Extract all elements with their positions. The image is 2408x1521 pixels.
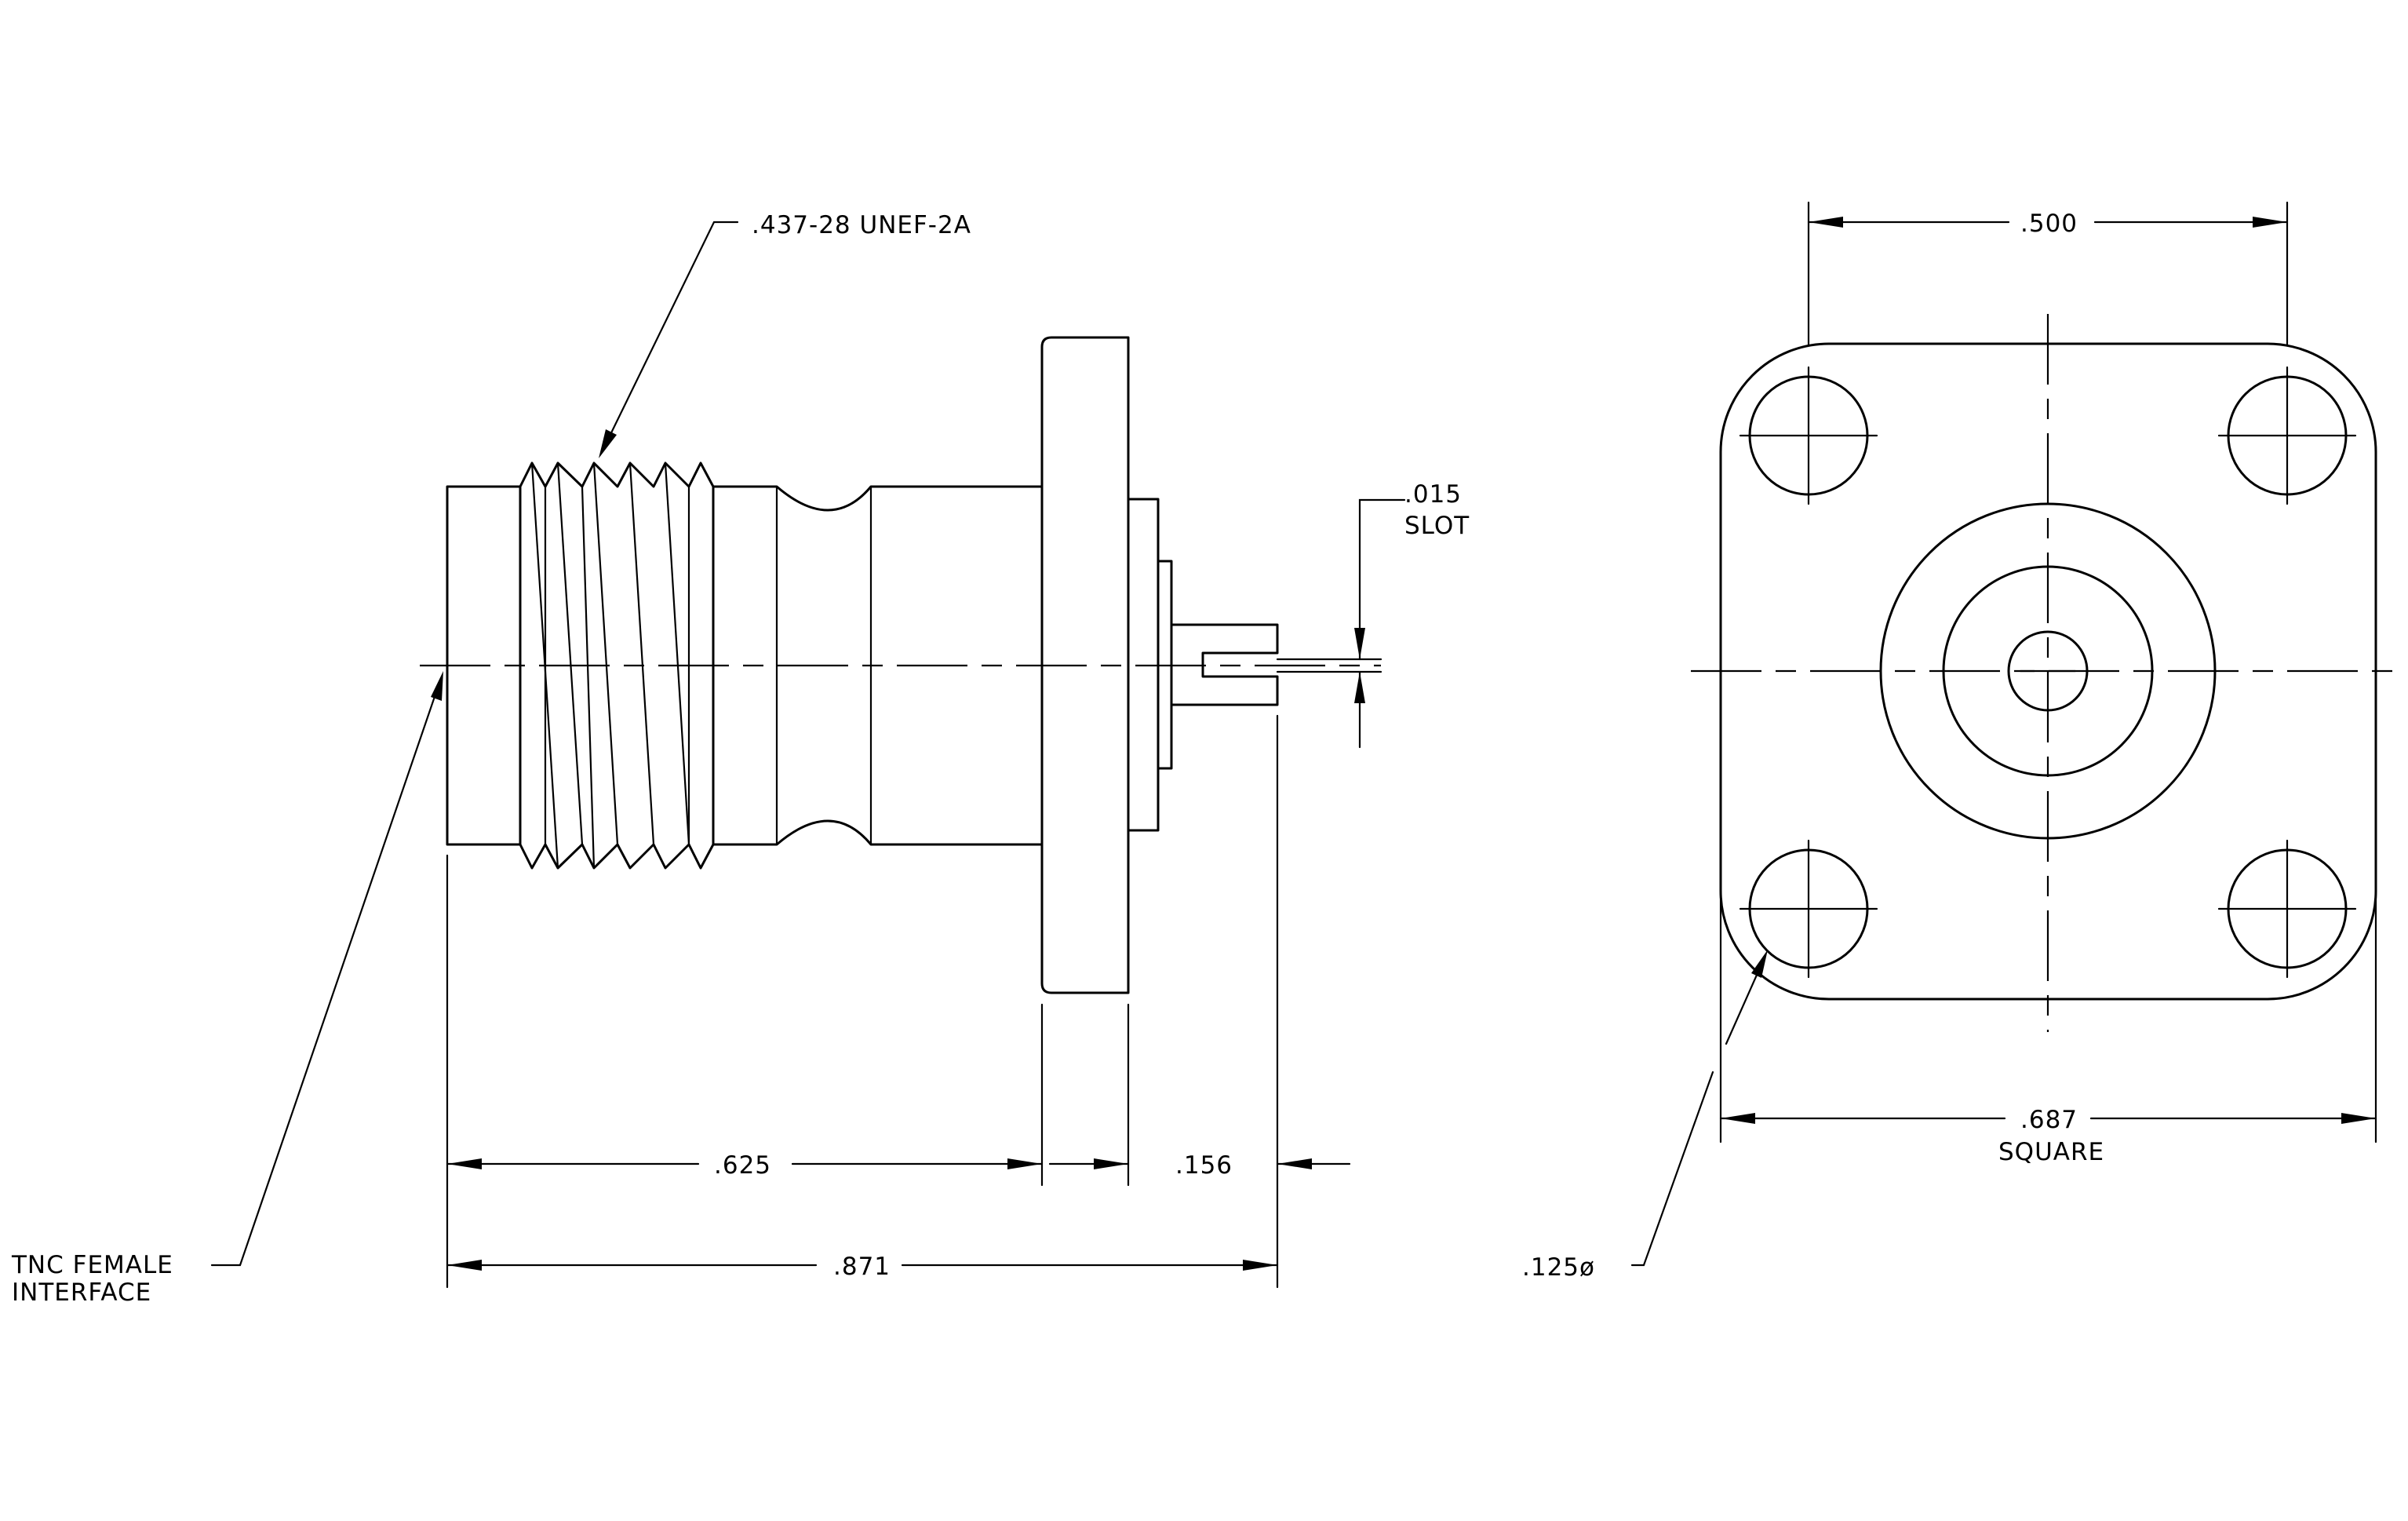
dim-871-label: .871 bbox=[833, 1253, 891, 1281]
dim-500-label: .500 bbox=[2020, 210, 2078, 238]
center-contact bbox=[2007, 630, 2089, 712]
dim-625-label: .625 bbox=[714, 1151, 771, 1180]
mounting-hole-bottom-left bbox=[1739, 839, 1878, 979]
middle-ring bbox=[1942, 565, 2154, 777]
dim-156 bbox=[1276, 1158, 1351, 1169]
dim-125-label: .125ø bbox=[1522, 1253, 1595, 1282]
dim-871 bbox=[446, 1260, 1279, 1271]
dim-625 bbox=[446, 1158, 1130, 1169]
dim-500 bbox=[1807, 201, 2289, 347]
interface-label-line1: TNC FEMALE bbox=[11, 1251, 173, 1279]
mounting-hole-top-left bbox=[1739, 366, 1878, 505]
hole-diameter-leader bbox=[1630, 950, 1768, 1267]
dim-687 bbox=[1719, 885, 2377, 1143]
dim-156-label: .156 bbox=[1175, 1151, 1233, 1180]
mounting-hole-bottom-right bbox=[2217, 839, 2357, 979]
flange bbox=[1040, 336, 1130, 994]
outer-ring bbox=[1879, 502, 2217, 840]
rear-step-2 bbox=[1157, 560, 1173, 770]
interface-label-line2: INTERFACE bbox=[12, 1278, 151, 1307]
solder-pin bbox=[1170, 623, 1279, 706]
dim-687-label: .687 bbox=[2020, 1106, 2078, 1134]
side-extension-lines bbox=[446, 714, 1279, 1289]
dim-687-note: SQUARE bbox=[1998, 1138, 2104, 1166]
slot-dim-value: .015 bbox=[1404, 480, 1462, 509]
mounting-hole-top-right bbox=[2217, 366, 2357, 505]
side-view: .015 SLOT .437-28 UNEF-2A TNC FEMALE INT… bbox=[11, 211, 1470, 1307]
interface-leader bbox=[210, 671, 443, 1267]
slot-dimension bbox=[1276, 498, 1406, 749]
thread-leader bbox=[599, 221, 739, 458]
threaded-section bbox=[519, 461, 715, 870]
thread-callout: .437-28 UNEF-2A bbox=[752, 211, 971, 239]
front-view: .500 .687 SQUARE .125ø bbox=[1522, 201, 2403, 1282]
slot-dim-label: SLOT bbox=[1404, 512, 1470, 540]
